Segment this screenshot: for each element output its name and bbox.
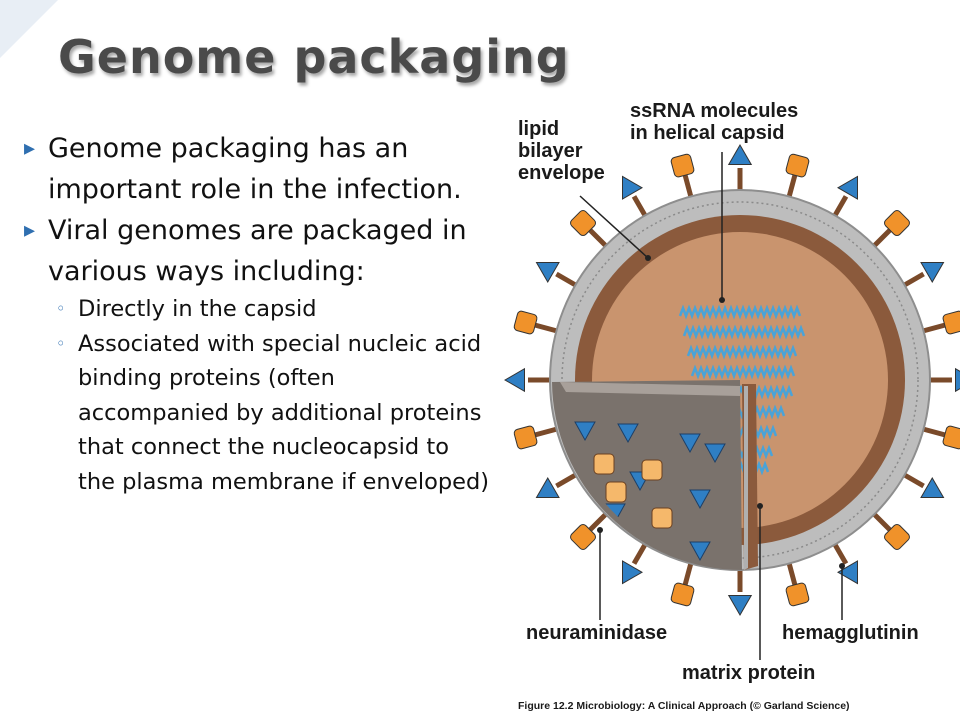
leader-dot-hemagglutinin — [839, 563, 845, 569]
neuraminidase-spike — [883, 210, 910, 237]
internal-neuraminidase — [605, 481, 627, 503]
ssrna-helix — [690, 364, 796, 380]
internal-hemagglutinin — [689, 541, 711, 562]
neuraminidase-spike — [570, 523, 597, 550]
label-hemagglutinin: hemagglutinin — [782, 622, 919, 644]
hemagglutinin-spike — [535, 262, 560, 283]
hemagglutinin-spike — [727, 143, 753, 165]
neuraminidase-spike — [513, 425, 538, 450]
hemagglutinin-spike — [837, 560, 858, 585]
neuraminidase-spike — [785, 582, 810, 607]
ssrna-helix — [678, 304, 802, 320]
label-ssrna-molecules: ssRNA molecules in helical capsid — [630, 100, 799, 144]
neuraminidase-spike — [670, 582, 695, 607]
cutaway-edge-side-envelope — [744, 386, 748, 570]
internal-neuraminidase — [593, 453, 615, 475]
bullet-list: ▸ Genome packaging has an important role… — [20, 128, 490, 499]
label-lipid-bilayer: lipid bilayer envelope — [518, 118, 605, 184]
label-matrix-protein: matrix protein — [682, 662, 816, 684]
internal-hemagglutinin — [704, 443, 726, 464]
figure-caption: Figure 12.2 Microbiology: A Clinical App… — [518, 700, 850, 712]
arrow-bullet-icon: ▸ — [24, 136, 36, 161]
envelope-spikes — [504, 143, 960, 617]
arrow-bullet-icon: ▸ — [24, 218, 36, 243]
sub-bullet-text: Associated with special nucleic acid bin… — [78, 330, 490, 495]
internal-hemagglutinin — [617, 423, 639, 444]
circle-bullet-icon: ◦ — [56, 333, 66, 353]
sub-bullet-list: ◦ Directly in the capsid ◦ Associated wi… — [48, 292, 490, 499]
neuraminidase-spike — [942, 310, 960, 335]
leader-dot-lipid — [645, 255, 651, 261]
internal-neuraminidase — [651, 507, 673, 529]
leader-dot-matrix — [757, 503, 763, 509]
hemagglutinin-spike — [920, 262, 945, 283]
hemagglutinin-spike — [920, 477, 945, 498]
neuraminidase-spike — [942, 425, 960, 450]
sub-bullet-item: ◦ Associated with special nucleic acid b… — [48, 327, 490, 500]
hemagglutinin-spike — [837, 175, 858, 200]
cutaway-edge-top — [560, 382, 740, 396]
bullet-item: ▸ Genome packaging has an important role… — [20, 128, 490, 210]
corner-decoration — [0, 0, 58, 58]
bullet-text: Viral genomes are packaged in various wa… — [48, 215, 467, 287]
hemagglutinin-spike — [727, 595, 753, 617]
sub-bullet-item: ◦ Directly in the capsid — [48, 292, 490, 327]
internal-hemagglutinin — [574, 421, 596, 442]
neuraminidase-spike — [570, 210, 597, 237]
neuraminidase-spike — [785, 153, 810, 178]
cutaway-internal-proteins — [574, 421, 726, 562]
neuraminidase-spike — [513, 310, 538, 335]
bullet-item: ▸ Viral genomes are packaged in various … — [20, 210, 490, 499]
hemagglutinin-spike — [622, 560, 643, 585]
neuraminidase-spike — [883, 523, 910, 550]
hemagglutinin-spike — [504, 367, 525, 393]
bullet-text: Genome packaging has an important role i… — [48, 133, 462, 205]
leader-line-lipid — [579, 195, 649, 259]
circle-bullet-icon: ◦ — [56, 299, 66, 318]
internal-neuraminidase — [641, 459, 663, 481]
hemagglutinin-spike — [535, 477, 560, 498]
label-neuraminidase: neuraminidase — [526, 622, 668, 644]
hemagglutinin-spike — [622, 175, 643, 200]
ssrna-helix — [686, 344, 798, 360]
internal-hemagglutinin — [679, 433, 701, 454]
internal-hemagglutinin — [689, 489, 711, 510]
ssrna-helix — [682, 324, 806, 340]
hemagglutinin-spike — [955, 367, 960, 393]
lipid-envelope-inner-line — [561, 201, 919, 559]
leader-dot-neuraminidase — [597, 527, 603, 533]
neuraminidase-spike — [670, 153, 695, 178]
sub-bullet-text: Directly in the capsid — [78, 296, 317, 322]
slide-title: Genome packaging — [58, 30, 570, 84]
influenza-virus-diagram — [504, 143, 960, 660]
leader-dot-ssrna — [719, 297, 725, 303]
